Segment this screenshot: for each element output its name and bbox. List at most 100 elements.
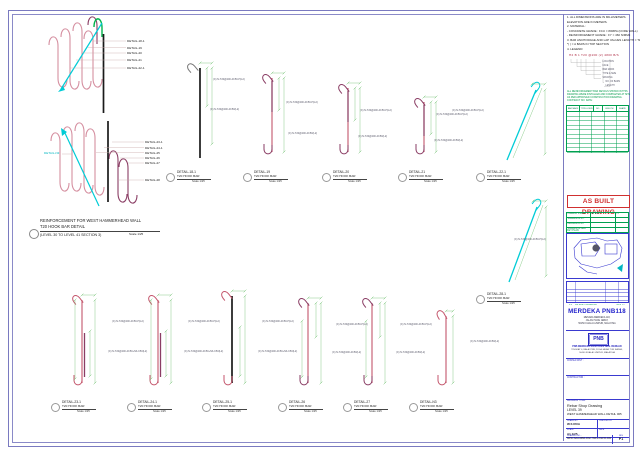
callout-subtitle: T20 HOOK BAR [177, 174, 211, 180]
detail-figure-DETAIL-22-1 [506, 81, 547, 161]
legend-code: H2 B 1 T20 @200 (2) 4800 B/S [569, 53, 619, 57]
legend-item: LOCATION [602, 61, 614, 64]
revision-row: P1 AS BUILT DRAWING NOV '17 [566, 304, 629, 306]
rev-cell: NOV '17 [616, 303, 625, 306]
contractor-label: CONTRACTOR : [567, 376, 585, 379]
revision-box: REV P1 [612, 434, 629, 445]
approval-cell: DRAWING STATUS [567, 213, 591, 218]
detail-figure-DETAIL-25-1 [221, 289, 247, 386]
elev-top-label: DETAIL-21 [127, 58, 142, 62]
field-label: DRAWN BY [567, 420, 578, 422]
detail-callout-DETAIL-23-1: DETAIL-23-1 T20 HOOK BAR Scale 1/25 [51, 400, 96, 414]
detail-callout-DETAIL-20: DETAIL-20 T20 HOOK BAR Scale 1/25 [322, 170, 367, 184]
detail-annotation: (C) N-T20@200-4C50(L2) [332, 351, 362, 354]
detail-figure-DETAIL-23-1 [72, 293, 97, 386]
detail-annotation: (C) N-T20@200-4C50-H(L2) [336, 323, 368, 326]
legend-item: SPACING [602, 77, 613, 80]
callout-circle-icon [127, 402, 136, 412]
note-line: *( ) = A BARS IN TOP SECTION [567, 42, 610, 46]
callout-id: DETAIL-23-1 [62, 400, 81, 404]
elevation-bottom-figure [50, 121, 144, 207]
as-built-stamp: AS BUILT DRAWING [567, 195, 630, 216]
detail-figure-DETAIL-18-1 [187, 61, 214, 158]
address-line: 50150 KUALA LUMPUR, MALAYSIA [578, 322, 616, 325]
main-title-circle [29, 229, 39, 239]
drawing-fields: DRAWN BY W.S ROA CHECKED BY SCALE A1 1/2… [566, 418, 629, 438]
legend-item: NO. OF BARS [605, 81, 621, 84]
detail-callout-DETAIL-26: DETAIL-26 T20 HOOK BAR Scale 1/25 [278, 400, 323, 413]
detail-annotation: (C) N-T20@200-4C50+N3-C50(L2) [258, 350, 298, 353]
callout-id: DETAIL-28-1 [487, 292, 506, 296]
detail-annotation: (C) N-T20@200-4C50-H(L2) [213, 78, 245, 81]
rev-cell: AS BUILT DRAWING [575, 303, 597, 306]
note-line: AS PER APPROVED CONSTRUCTION DRAWING. [567, 96, 623, 100]
detail-annotation: (C) N-T20@200-4C50(L2) [288, 132, 318, 135]
address-line: 50400 KUALA LUMPUR, MALAYSIA [579, 351, 615, 354]
field-drawn: DRAWN BY W.S ROA [566, 419, 598, 429]
callout-circle-icon [322, 172, 331, 182]
detail-callout-DETAIL-27: DETAIL-27 T20 HOOK BAR Scale 1/25 [343, 400, 388, 414]
callout-scale: Scale 1/25 [369, 410, 382, 414]
field-scale: SCALE A1 1/25 [566, 428, 598, 438]
detail-annotation: (C) N-T20@200-4C50-H(L2) [112, 320, 144, 323]
detail-callout-DETAIL-28-1: DETAIL-28-1 T20 HOOK BAR Scale 1/25 [476, 292, 521, 305]
divider [566, 375, 629, 376]
note-line: - REINFORCEMENT GRADE : FY = 460 N/MM2 [567, 33, 631, 37]
drawing-number: MPD-SAA-RBR-R32-7MFL-CW-D-015 [567, 437, 612, 441]
callout-subtitle: T20 HOOK BAR [333, 174, 367, 180]
approval-cell [616, 222, 629, 228]
detail-annotation: (C) N-T20@200-4C50-H(L2) [400, 323, 432, 326]
elev-bottom-label: DETAIL-28 [145, 178, 160, 182]
general-notes: 1. ALL DIMENSIONS ARE IN MILLIMETERS. EL… [567, 15, 640, 51]
main-title-line3: (LEVEL 30 TO LEVEL 41 SECTION 3) [40, 232, 102, 237]
main-title-scale: Scale 1/25 [129, 232, 144, 236]
callout-scale: Scale 1/25 [153, 410, 166, 414]
field-label: DATE [599, 429, 605, 432]
note-line: - CONCRETE GRADE : FCU = 80MPA (CORE WAL… [567, 28, 638, 33]
drawing-title-line2: LEVEL 39 [567, 407, 582, 412]
callout-subtitle: T20 HOOK BAR [420, 404, 454, 410]
approval-cell: REFERENCE NO. [567, 222, 591, 228]
key-plan-drawing [573, 237, 623, 275]
callout-id: DETAIL-22-1 [487, 170, 506, 174]
pnb-logo: PNB [588, 332, 609, 346]
project-address: MENARA MERDEKA 118, JALAN HANG JEBAT, 50… [564, 317, 630, 326]
callout-subtitle: T20 HOOK BAR [289, 404, 323, 410]
legend-item: FACE [602, 65, 609, 68]
client-address: TINGKAT 4, BALAI PNB, 201-A JALAN TUN RA… [564, 349, 630, 355]
note-line: 2. MATERIAL: [567, 24, 586, 28]
approval-cell [591, 217, 616, 223]
callout-scale: Scale 1/25 [348, 180, 361, 184]
field-label: CHECKED BY [599, 420, 613, 422]
approval-cell: SUBMISSION NO. [567, 217, 591, 223]
titleblock-divider [563, 14, 564, 441]
detail-annotation: (C) N-T20@200-4C50+N3-C50(L2) [184, 350, 224, 353]
detail-figure-DETAIL-27 [362, 296, 387, 386]
approval-cell: P1 [616, 213, 629, 218]
divider [566, 330, 629, 331]
consultant-label: CONSULTANT : [567, 359, 584, 362]
detail-figure-DETAIL-19 [262, 71, 286, 155]
schedule-header: BAR MARK TYPE & SIZE NO. LENGTH SHAPE [567, 106, 628, 112]
detail-annotation: (C) N-T20@200-4C50-H(L2) [262, 320, 294, 323]
elev-top-label: DETAIL-18-1 [127, 39, 145, 43]
detail-callout-DETAIL-18-1: DETAIL-18-1 T20 HOOK BAR Scale 1/25 [166, 170, 211, 184]
callout-scale: Scale 1/25 [192, 180, 205, 184]
sheet-border-outer [8, 10, 634, 447]
callout-scale: Scale 1/25 [77, 410, 90, 414]
callout-scale: Scale 1/25 [228, 410, 241, 414]
note-line: 4. LEGEND: [567, 46, 584, 51]
keyplan-label: KEY PLAN [567, 228, 579, 232]
schedule-empty-rows [567, 112, 628, 153]
approval-cell [591, 227, 616, 233]
callout-id: DETAIL-20 [333, 170, 350, 174]
note-line: ELEVATION ARE IN METERS. [567, 19, 608, 24]
elev-top-label: DETAIL-22-1 [127, 66, 145, 70]
detail-figure-DETAIL-21 [414, 95, 438, 155]
detail-annotation: (C) N-T20@200-4C50(L2) [210, 108, 240, 111]
detail-annotation: (C) N-T20@200-4C50(L2) [470, 340, 500, 343]
callout-subtitle: T20 HOOK BAR [409, 174, 443, 180]
schedule-col: NO. [594, 106, 603, 111]
address-line: MENARA MERDEKA 118, [583, 316, 611, 319]
